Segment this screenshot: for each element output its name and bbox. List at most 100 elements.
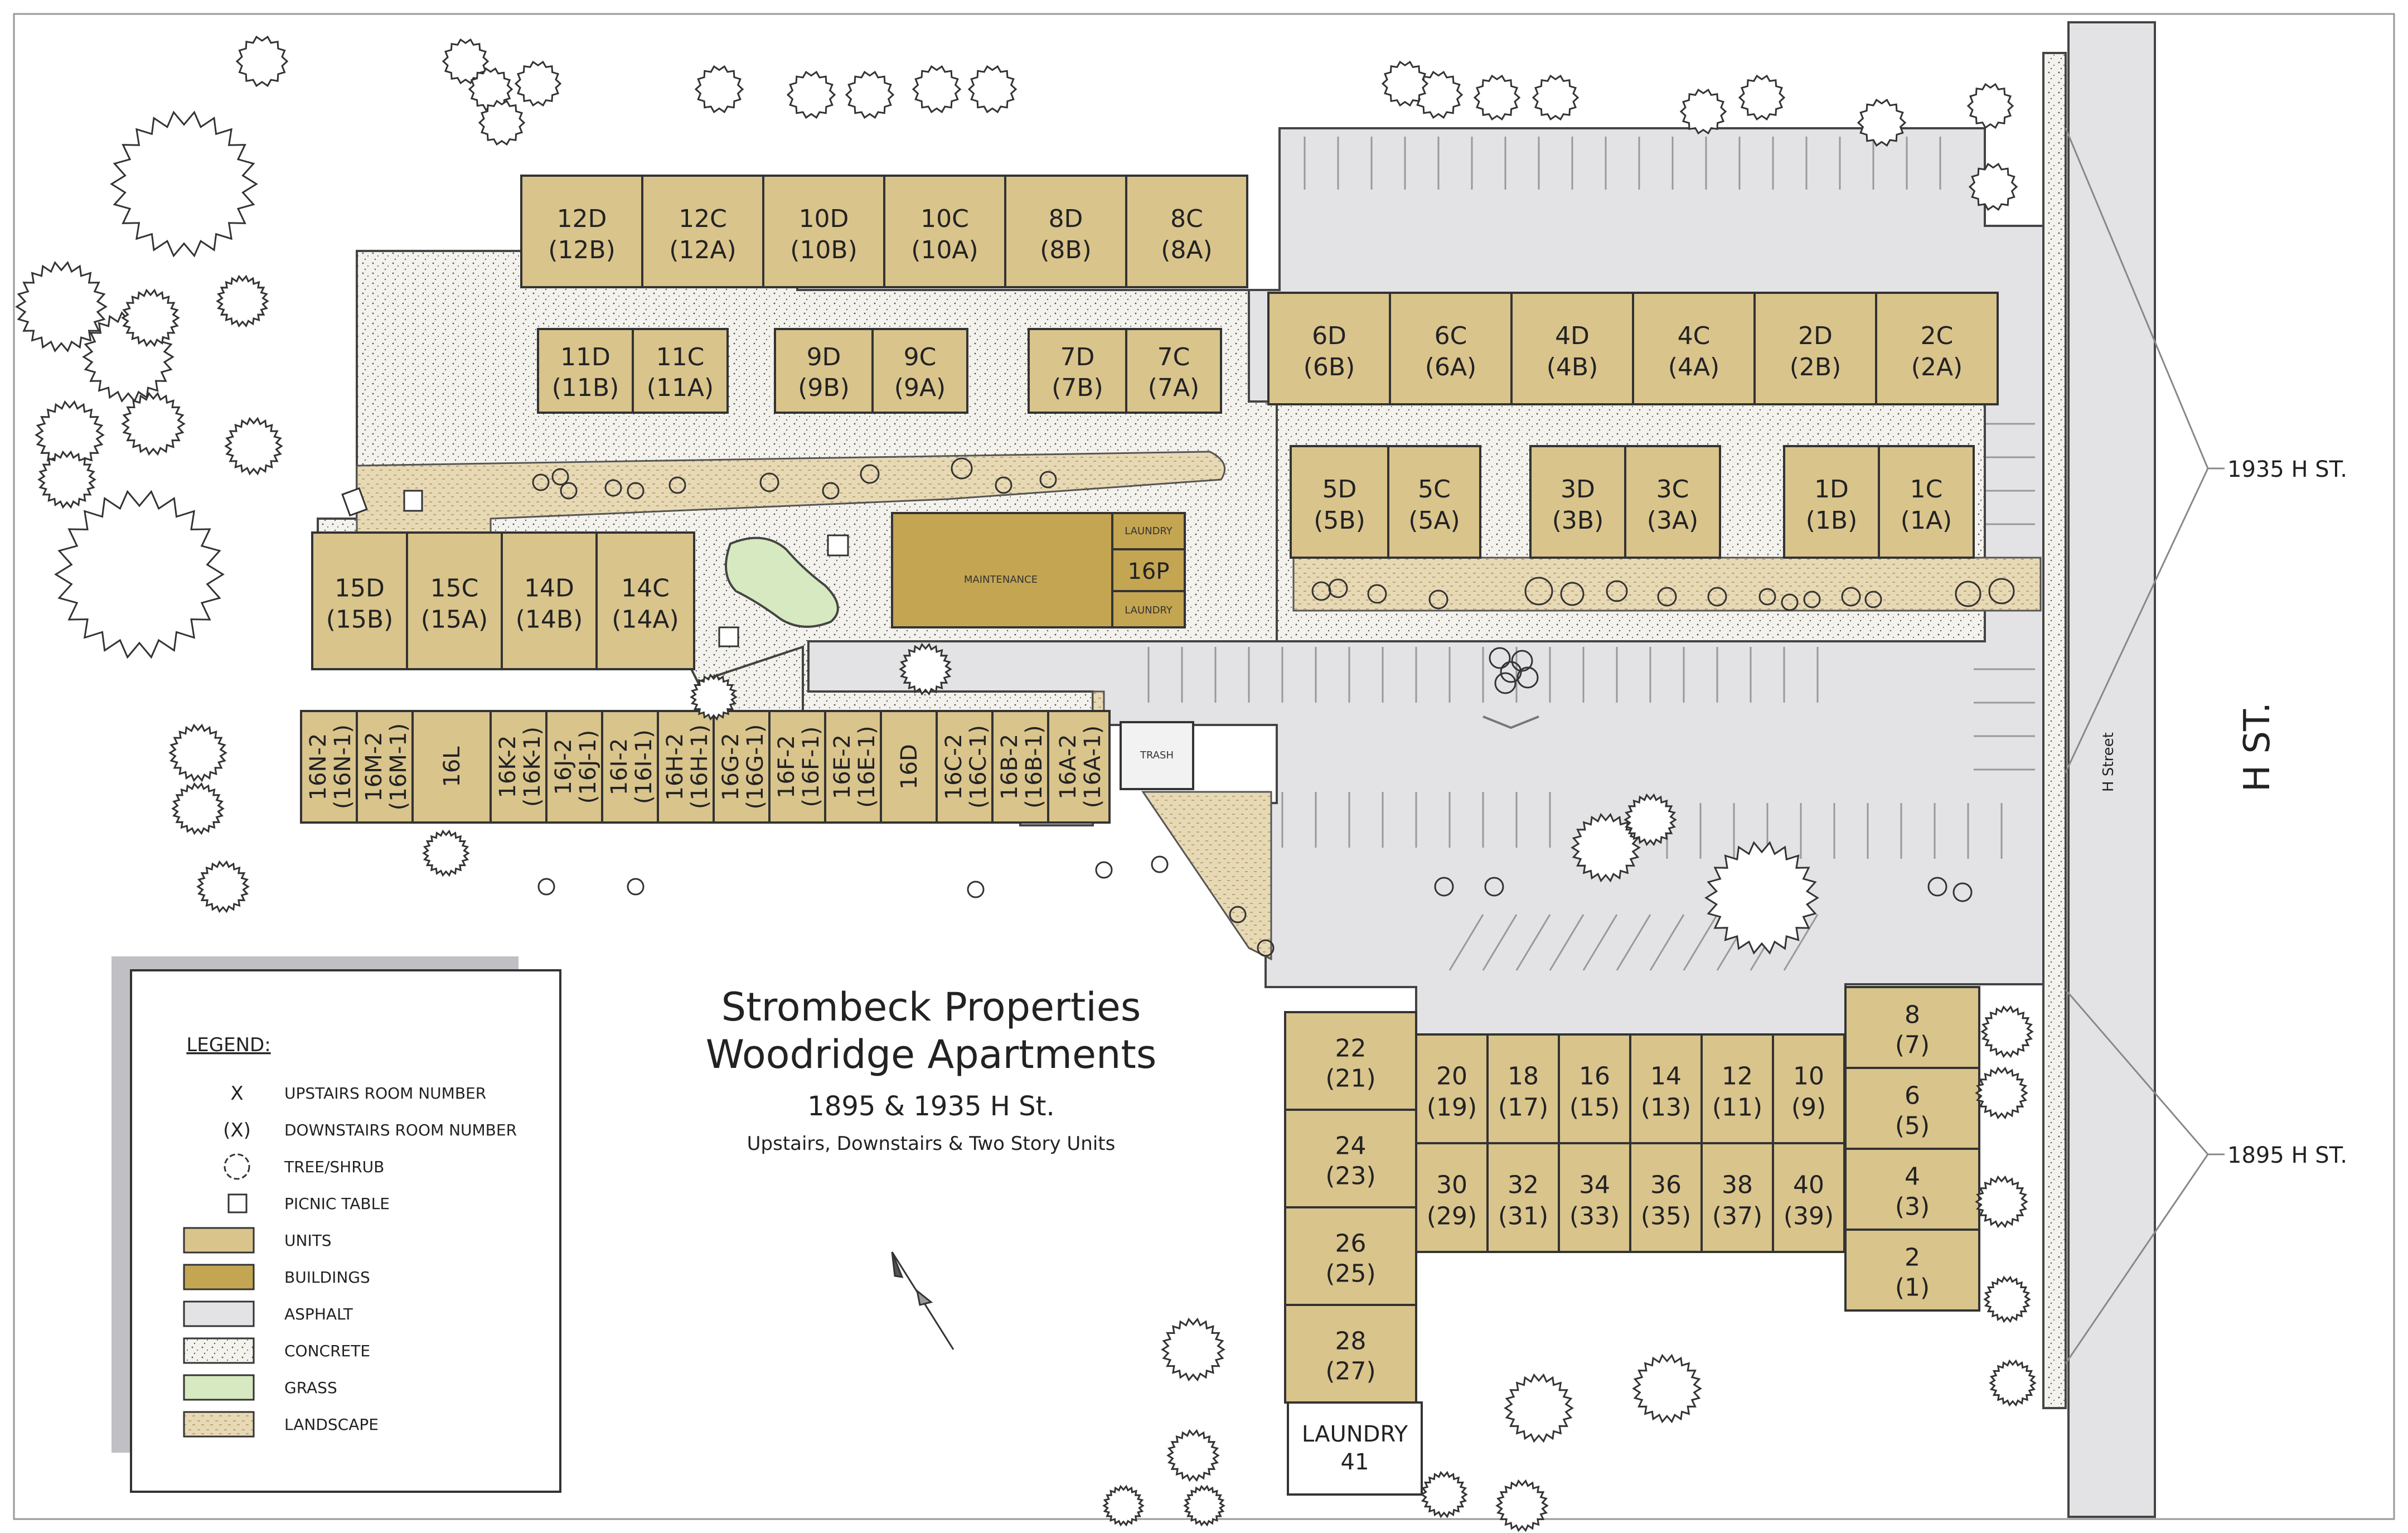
unit-6: 6(5) bbox=[1844, 1067, 1980, 1150]
tree-icon bbox=[121, 391, 186, 456]
unit-upstairs-number: 4C bbox=[1678, 322, 1711, 350]
unit-downstairs-number: (1B) bbox=[1806, 506, 1858, 535]
unit-upstairs-number: 16M-2 bbox=[361, 732, 387, 801]
unit-upstairs-number: 2C bbox=[1921, 322, 1954, 350]
unit-upstairs-number: 8D bbox=[1049, 205, 1083, 233]
unit-downstairs-number: (23) bbox=[1325, 1162, 1375, 1191]
picnic-tables bbox=[341, 487, 849, 647]
unit-downstairs-number: (29) bbox=[1427, 1202, 1477, 1231]
unit-upstairs-number: 12D bbox=[557, 205, 607, 233]
shrub-icon bbox=[1434, 877, 1454, 897]
unit-upstairs-number: 15D bbox=[335, 574, 385, 603]
unit-10d: 10D(10B) bbox=[762, 175, 885, 288]
shrub-icon bbox=[551, 468, 569, 486]
unit-downstairs-number: (7) bbox=[1895, 1031, 1930, 1060]
legend-label: BUILDINGS bbox=[284, 1268, 370, 1287]
unit-2: 2(1) bbox=[1844, 1229, 1980, 1312]
unit-4c: 4C(4A) bbox=[1632, 292, 1756, 405]
unit-downstairs-number: (5B) bbox=[1314, 506, 1365, 535]
tree-icon bbox=[235, 35, 289, 88]
unit-upstairs-number: 36 bbox=[1650, 1171, 1682, 1200]
unit-downstairs-number: (35) bbox=[1641, 1202, 1691, 1231]
legend-label: PICNIC TABLE bbox=[284, 1195, 390, 1213]
trash-enclosure: TRASH bbox=[1120, 721, 1194, 790]
legend-swatch bbox=[183, 1227, 255, 1254]
legend-item: LANDSCAPE bbox=[183, 1411, 379, 1438]
tree-icon bbox=[1975, 1175, 2028, 1229]
legend-label: GRASS bbox=[284, 1379, 337, 1397]
tree-icon bbox=[845, 70, 895, 119]
unit-upstairs-number: 3D bbox=[1561, 475, 1595, 504]
title-subtitle: Upstairs, Downstairs & Two Story Units bbox=[747, 1133, 1116, 1155]
unit-20: 20(19) bbox=[1415, 1033, 1489, 1144]
unit-14: 14(13) bbox=[1629, 1033, 1703, 1144]
shrub-icon bbox=[1927, 877, 1947, 897]
unit-upstairs-number: 22 bbox=[1335, 1034, 1367, 1063]
unit-22: 22(21) bbox=[1284, 1011, 1417, 1111]
address-1935: 1935 H ST. bbox=[2227, 457, 2347, 482]
shrub-icon bbox=[1560, 582, 1585, 606]
unit-upstairs-number: 15C bbox=[430, 574, 479, 603]
unit-12d: 12D(12B) bbox=[520, 175, 643, 288]
tree-icon bbox=[1624, 793, 1677, 847]
legend-item: BUILDINGS bbox=[183, 1264, 370, 1290]
tree-icon bbox=[1183, 1484, 1225, 1527]
unit-9c: 9C(9A) bbox=[871, 328, 968, 414]
tree-icon bbox=[1983, 1275, 2031, 1323]
unit-downstairs-number: (25) bbox=[1325, 1260, 1375, 1288]
unit-downstairs-number: (16I-1) bbox=[631, 729, 657, 804]
shrub-icon bbox=[1428, 589, 1448, 610]
tree-icon bbox=[1420, 1471, 1468, 1519]
unit-downstairs-number: (16A-1) bbox=[1080, 726, 1106, 808]
legend-item: GRASS bbox=[183, 1374, 337, 1401]
shrub-icon bbox=[860, 464, 880, 484]
unit-8: 8(7) bbox=[1844, 986, 1980, 1069]
unit-upstairs-number: 38 bbox=[1722, 1171, 1753, 1200]
unit-upstairs-number: 14D bbox=[524, 574, 574, 603]
unit-10c: 10C(10A) bbox=[883, 175, 1006, 288]
unit-downstairs-number: (4B) bbox=[1547, 353, 1598, 381]
shrub-icon bbox=[1095, 861, 1113, 879]
unit-downstairs-number: (9B) bbox=[798, 374, 850, 402]
unit-15c: 15C(15A) bbox=[406, 531, 503, 670]
unit-downstairs-number: (14B) bbox=[516, 606, 583, 634]
unit-downstairs-number: (3B) bbox=[1552, 506, 1604, 535]
tree-icon bbox=[224, 1153, 250, 1180]
tree-icon bbox=[1968, 162, 2018, 211]
tree-icon bbox=[54, 490, 225, 659]
unit-11d: 11D(11B) bbox=[537, 328, 634, 414]
unit-downstairs-number: (17) bbox=[1498, 1094, 1548, 1122]
legend-item: ASPHALT bbox=[183, 1300, 353, 1327]
tree-icon bbox=[1980, 1005, 2034, 1058]
unit-upstairs-number: 16L bbox=[439, 746, 465, 787]
tree-icon bbox=[171, 782, 225, 835]
unit-34: 34(33) bbox=[1558, 1142, 1631, 1253]
tree-icon bbox=[514, 60, 562, 107]
unit-upstairs-number: 2 bbox=[1905, 1244, 1920, 1272]
unit-downstairs-number: (19) bbox=[1427, 1094, 1477, 1122]
unit-upstairs-number: 7D bbox=[1060, 343, 1095, 371]
shrub-icon bbox=[532, 473, 550, 491]
unit-downstairs-number: (37) bbox=[1712, 1202, 1762, 1231]
tree-icon bbox=[1738, 74, 1786, 121]
tree-icon bbox=[1571, 813, 1641, 883]
unit-7c: 7C(7A) bbox=[1125, 328, 1222, 414]
legend-label: LANDSCAPE bbox=[284, 1415, 379, 1434]
tree-icon bbox=[1381, 60, 1429, 107]
unit-16d: 16D bbox=[880, 710, 938, 824]
tree-icon bbox=[1966, 83, 2014, 129]
shrub-icon bbox=[1864, 591, 1882, 608]
unit-upstairs-number: 16H-2 bbox=[662, 733, 688, 801]
legend-swatch bbox=[183, 1337, 255, 1364]
unit-16f-2: 16F-2(16F-1) bbox=[768, 710, 826, 824]
tree-icon bbox=[15, 260, 108, 353]
unit-upstairs-number: 3C bbox=[1656, 475, 1689, 504]
unit-downstairs-number: (10A) bbox=[911, 236, 978, 264]
tree-icon bbox=[216, 274, 269, 328]
unit-upstairs-number: 26 bbox=[1335, 1230, 1367, 1258]
unit-upstairs-number: 16G-2 bbox=[718, 733, 744, 801]
unit-downstairs-number: (3) bbox=[1895, 1193, 1930, 1221]
unit-upstairs-number: 16J-2 bbox=[551, 738, 576, 795]
shrub-icon bbox=[1988, 578, 2015, 605]
